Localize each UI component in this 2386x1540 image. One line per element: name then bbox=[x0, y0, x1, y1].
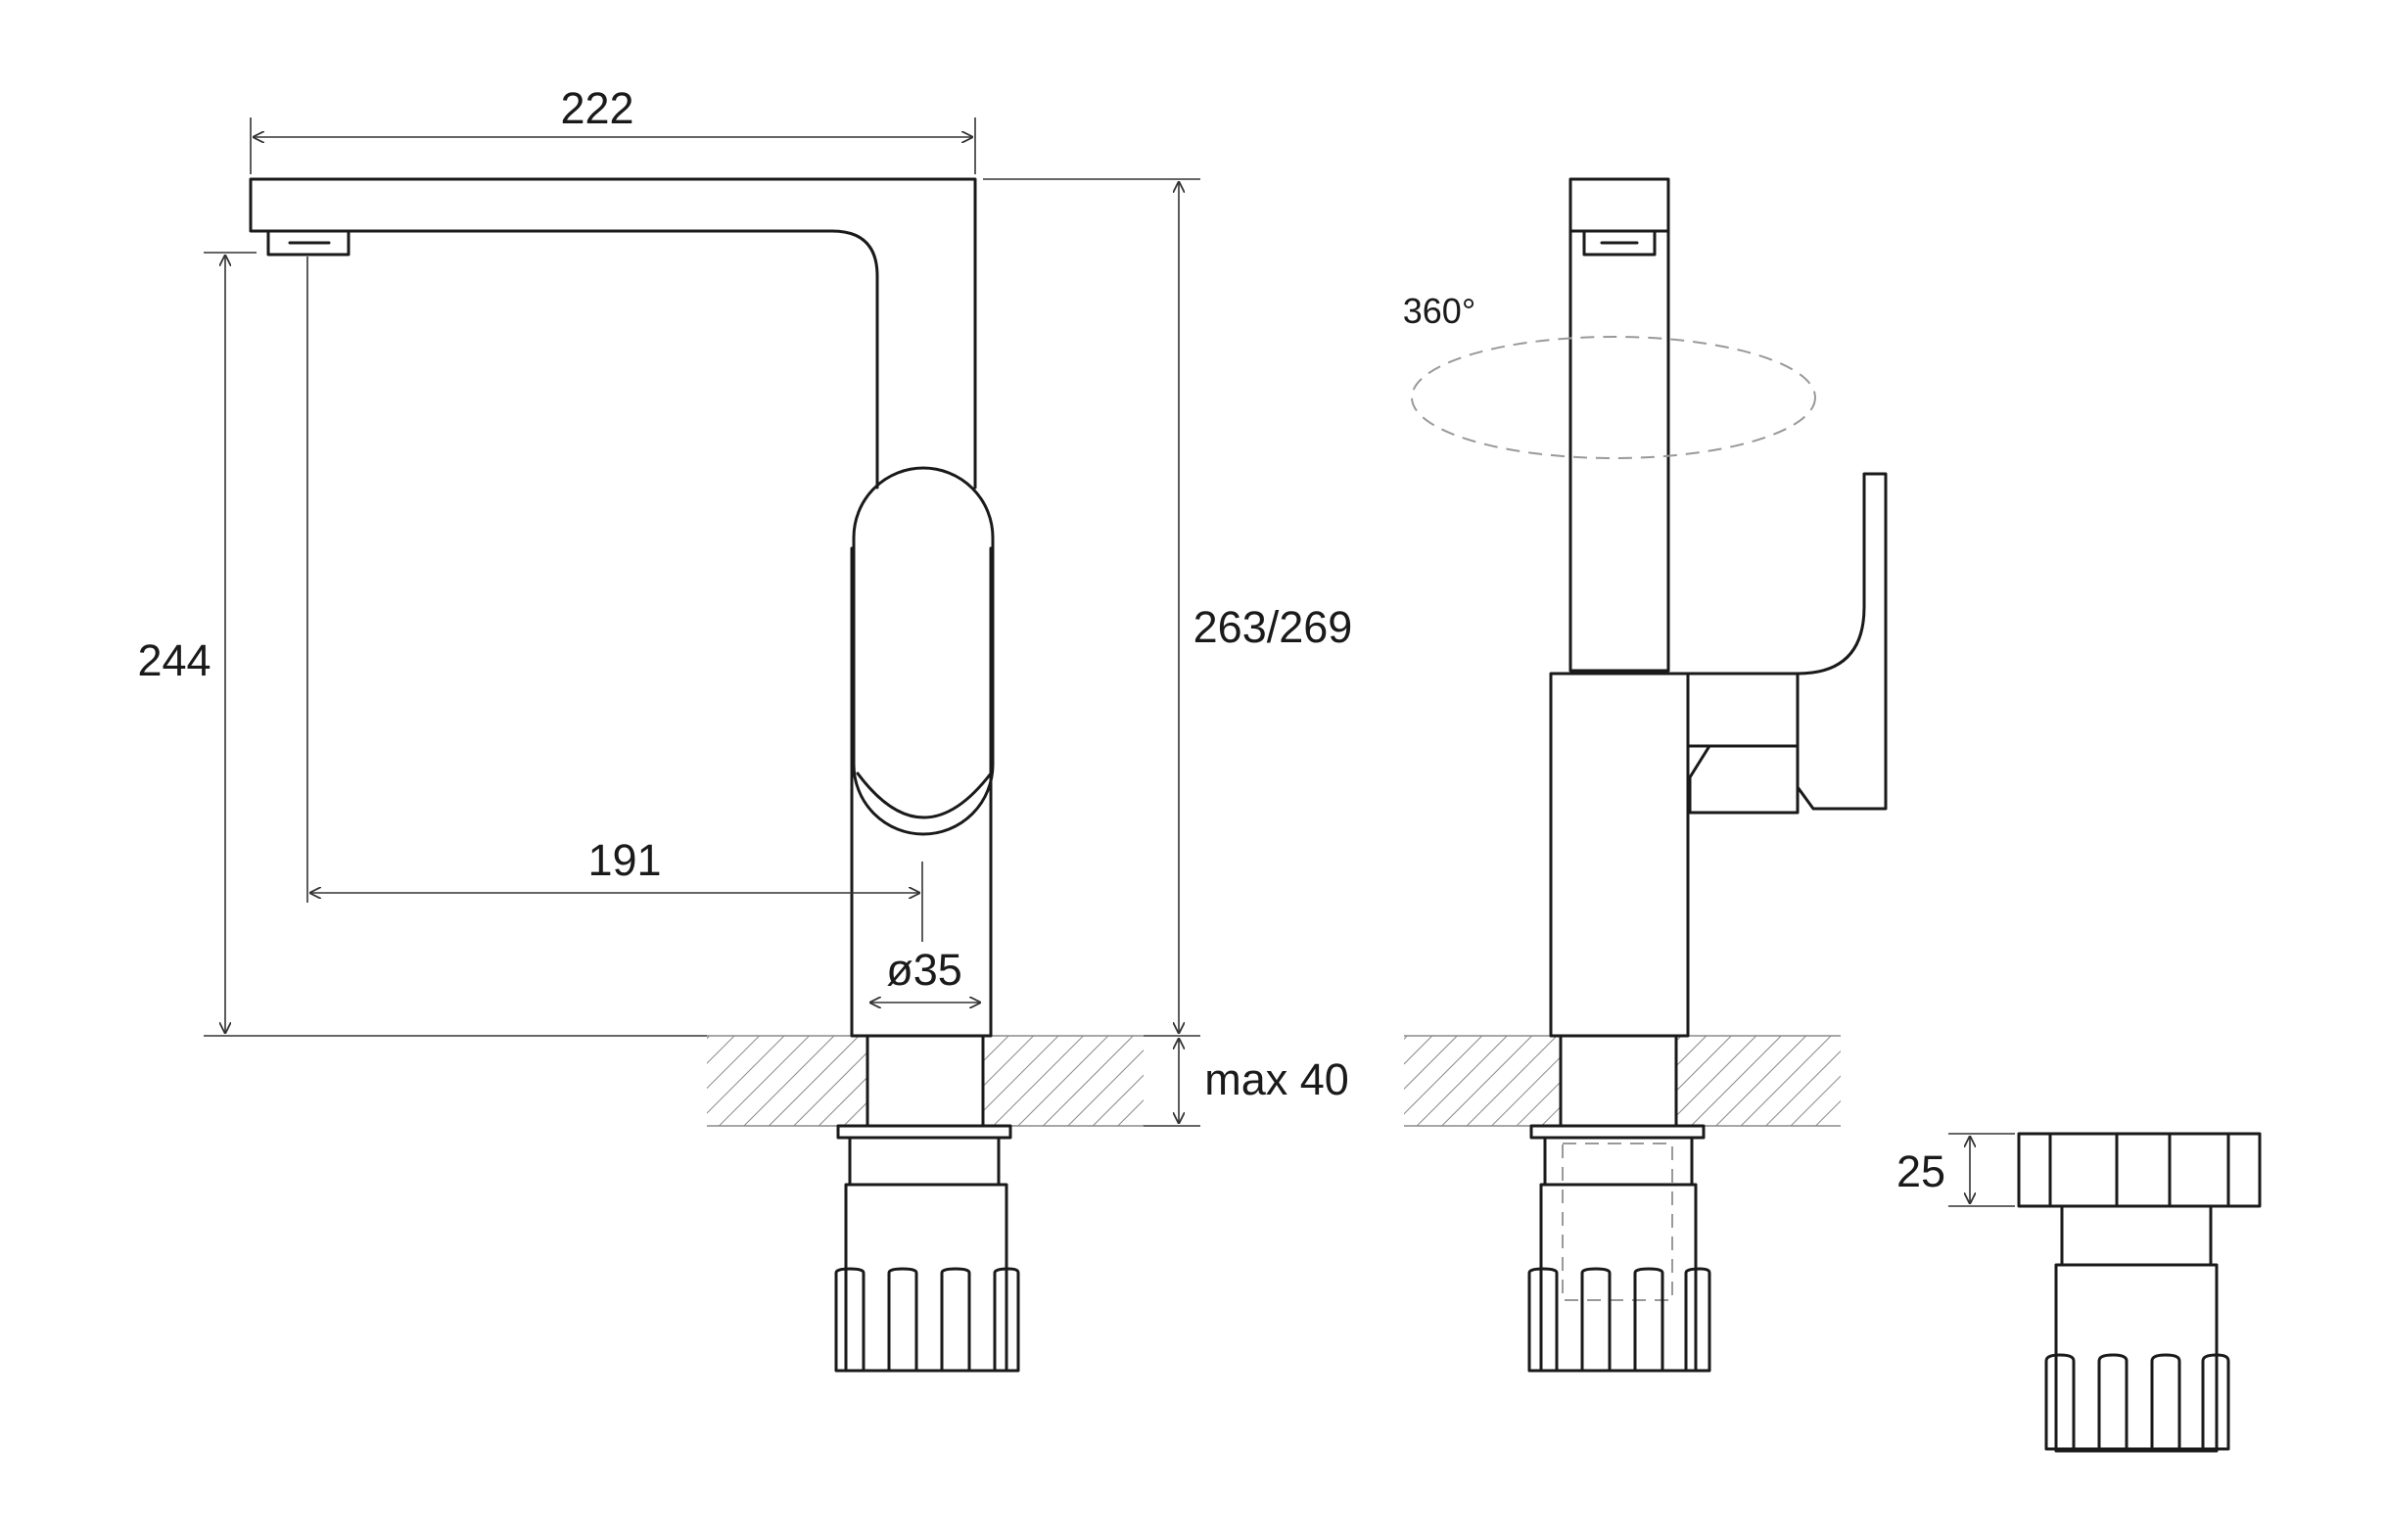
rotation-ellipse bbox=[1411, 336, 1816, 459]
nut-detail-fluted bbox=[2044, 1353, 2230, 1451]
dim-263-label: 263/269 bbox=[1193, 602, 1353, 652]
handle-side bbox=[1686, 472, 1888, 811]
dim-25-label: 25 bbox=[1896, 1146, 1945, 1196]
dim-191-label: 191 bbox=[587, 835, 661, 885]
washer-front bbox=[836, 1124, 1012, 1140]
cartridge-side bbox=[1688, 744, 1800, 815]
hose-connector-front bbox=[844, 1183, 1008, 1373]
fluted-end-front bbox=[834, 1267, 1020, 1373]
dim-d35-label: ø35 bbox=[886, 945, 962, 995]
body-side bbox=[1549, 672, 1690, 1038]
lever-oval-front bbox=[852, 466, 995, 836]
nut-detail-body bbox=[2054, 1263, 2219, 1453]
front-view: 222 244 191 ø35 263/269 max 40 bbox=[137, 83, 1353, 1373]
side-view: 360° bbox=[1403, 177, 1888, 1373]
dim-244-label: 244 bbox=[137, 635, 211, 685]
aerator-side bbox=[1582, 229, 1657, 257]
nut-detail-top bbox=[2017, 1132, 2262, 1208]
rotation-label: 360° bbox=[1403, 291, 1475, 331]
washer-side bbox=[1529, 1124, 1706, 1140]
aerator-front bbox=[266, 229, 351, 257]
nut-side bbox=[1543, 1136, 1694, 1187]
nut-front bbox=[848, 1136, 1001, 1187]
dim-222-label: 222 bbox=[560, 83, 633, 133]
shank-side bbox=[1559, 1034, 1678, 1128]
nut-detail: 25 bbox=[1896, 1132, 2262, 1453]
dim-max40-label: max 40 bbox=[1204, 1054, 1349, 1104]
spout-column-side bbox=[1568, 177, 1670, 673]
spout-front bbox=[249, 177, 977, 490]
shank-front bbox=[866, 1034, 985, 1128]
nut-detail-neck bbox=[2060, 1204, 2213, 1267]
body-front bbox=[850, 546, 993, 1038]
fluted-end-side bbox=[1527, 1267, 1711, 1373]
hidden-shank-side bbox=[1562, 1143, 1673, 1301]
hose-connector-side bbox=[1539, 1183, 1698, 1373]
